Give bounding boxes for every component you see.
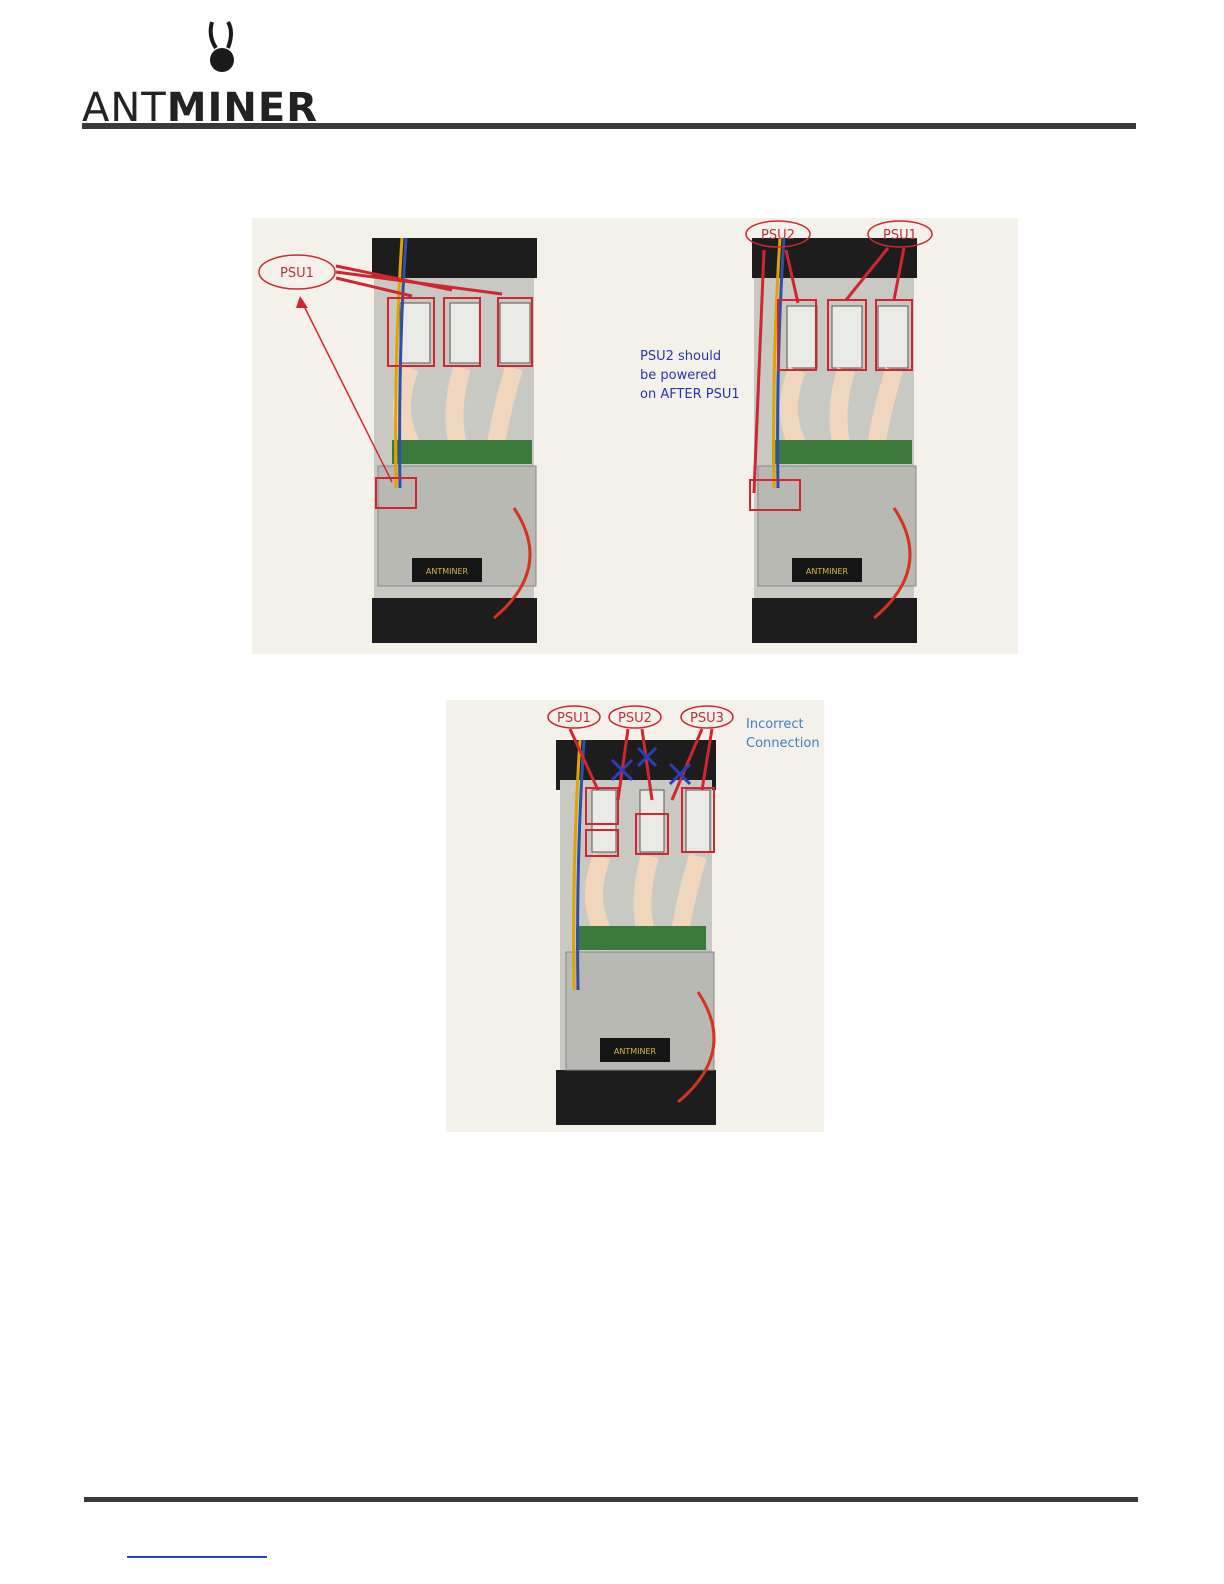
header-rule (82, 123, 1136, 129)
bottom-device-badge: ANTMINER (614, 1047, 657, 1056)
figure-incorrect-connection: ANTMINER PSU1 PSU2 PSU3 Incorrect Connec… (446, 700, 824, 1132)
left-miner: ANTMINER PSU1 (259, 238, 537, 643)
note-line-2: be powered (640, 368, 717, 383)
right-psu2-label: PSU2 (761, 228, 795, 243)
incorrect-line-1: Incorrect (746, 717, 804, 732)
figure-correct-connection: ANTMINER PSU1 (252, 218, 1018, 654)
logo-wordmark: ANTMINER (82, 88, 318, 128)
antminer-logo: ANTMINER (82, 18, 344, 118)
ant-icon (82, 18, 344, 88)
footer-rule (84, 1497, 1138, 1502)
bottom-psu3-label: PSU3 (690, 711, 724, 726)
note-line-1: PSU2 should (640, 349, 721, 364)
left-device-badge: ANTMINER (426, 567, 469, 576)
footer-link-underline[interactable] (127, 1556, 267, 1558)
incorrect-line-2: Connection (746, 736, 820, 751)
figure-correct-connection-graphic: ANTMINER PSU1 (252, 218, 1018, 654)
left-psu1-label: PSU1 (280, 266, 314, 281)
bottom-psu2-label: PSU2 (618, 711, 652, 726)
note-line-3: on AFTER PSU1 (640, 387, 740, 402)
right-psu1-label: PSU1 (883, 228, 917, 243)
bottom-psu1-label: PSU1 (557, 711, 591, 726)
right-miner: ANTMINER PSU2 PSU1 PSU2 should be powere… (640, 221, 932, 643)
right-device-badge: ANTMINER (806, 567, 849, 576)
figure-incorrect-connection-graphic: ANTMINER PSU1 PSU2 PSU3 Incorrect Connec… (446, 700, 824, 1132)
